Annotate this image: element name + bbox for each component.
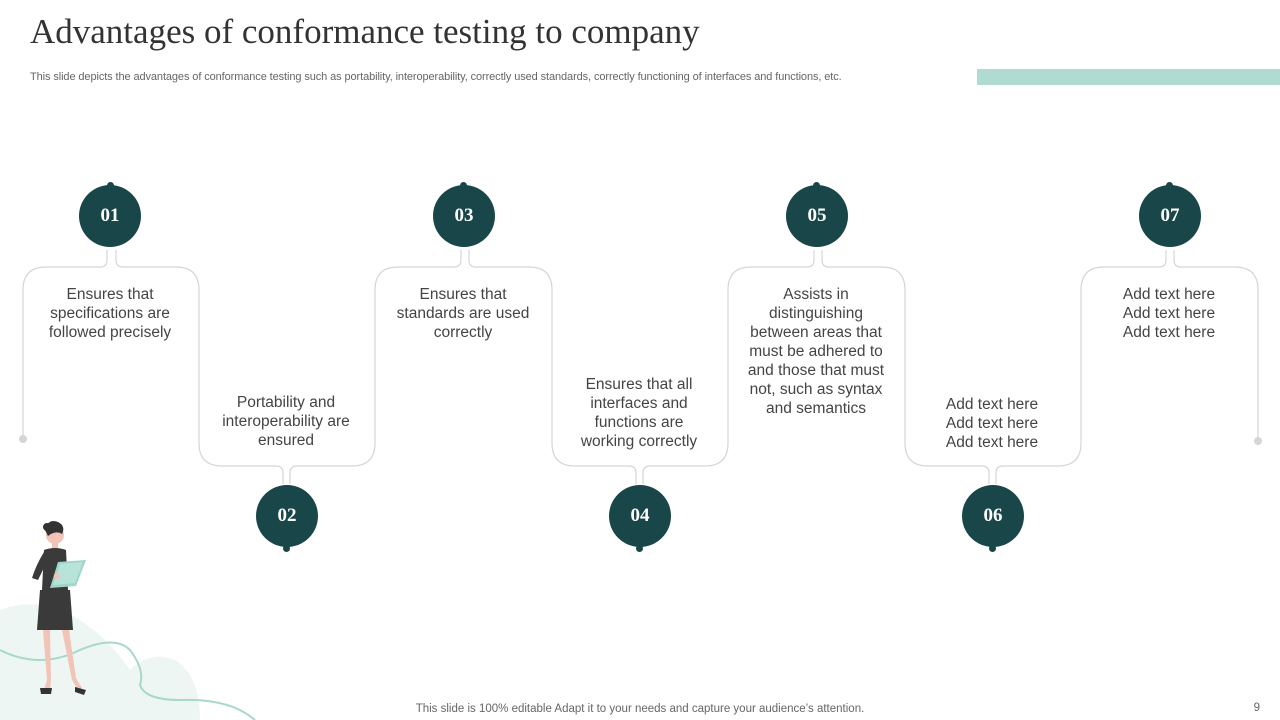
- step-03-number: 03: [454, 205, 474, 226]
- step-01-circle: 01: [79, 185, 141, 247]
- step-07-line: Add text here: [1122, 286, 1216, 303]
- step-03-dot: [460, 182, 467, 189]
- step-03-line: standards are used: [396, 305, 530, 322]
- step-02-circle: 02: [256, 485, 318, 547]
- step-07-circle: 07: [1139, 185, 1201, 247]
- step-06-line: Add text here: [945, 396, 1039, 413]
- step-05-line: Assists in: [783, 286, 849, 303]
- step-03-circle: 03: [433, 185, 495, 247]
- step-07-text: Add text here Add text here Add text her…: [1095, 285, 1243, 342]
- step-04-line: Ensures that all: [585, 376, 693, 393]
- step-06-number: 06: [983, 505, 1003, 526]
- step-01-line: specifications are: [50, 305, 170, 322]
- accent-bar: [977, 69, 1280, 85]
- step-05-line: distinguishing: [769, 305, 863, 322]
- step-01-dot: [107, 182, 114, 189]
- step-05-number: 05: [807, 205, 827, 226]
- step-07-line: Add text here: [1122, 324, 1216, 341]
- step-06-line: Add text here: [945, 415, 1039, 432]
- step-01-text: Ensures that specifications are followed…: [36, 285, 184, 342]
- step-03-line: correctly: [433, 324, 493, 341]
- step-02-dot: [283, 545, 290, 552]
- step-05-line: between areas that: [750, 324, 882, 341]
- step-07-line: Add text here: [1122, 305, 1216, 322]
- page-number: 9: [1253, 702, 1260, 714]
- step-06-circle: 06: [962, 485, 1024, 547]
- step-03-text: Ensures that standards are used correctl…: [389, 285, 537, 342]
- step-05-dot: [813, 182, 820, 189]
- step-05-text: Assists in distinguishing between areas …: [742, 285, 890, 418]
- step-07-dot: [1166, 182, 1173, 189]
- step-02-text: Portability and interoperability are ens…: [212, 393, 360, 450]
- step-02-line: Portability and: [236, 394, 336, 411]
- step-03-line: Ensures that: [419, 286, 507, 303]
- step-04-line: working correctly: [580, 433, 698, 450]
- step-01-line: Ensures that: [66, 286, 154, 303]
- step-05-line: and semantics: [766, 400, 866, 417]
- step-04-line: interfaces and: [590, 395, 688, 412]
- step-05-line: must be adhered to: [749, 343, 883, 360]
- step-06-line: Add text here: [945, 434, 1039, 451]
- step-01-number: 01: [100, 205, 120, 226]
- step-04-dot: [636, 545, 643, 552]
- step-05-line: not, such as syntax: [749, 381, 883, 398]
- slide-subtitle: This slide depicts the advantages of con…: [30, 71, 842, 83]
- woman-with-tablet-illustration: [0, 521, 256, 720]
- step-06-dot: [989, 545, 996, 552]
- step-02-line: ensured: [257, 432, 314, 449]
- step-04-circle: 04: [609, 485, 671, 547]
- step-02-line: interoperability are: [222, 413, 350, 430]
- footer-note: This slide is 100% editable Adapt it to …: [415, 703, 865, 715]
- step-06-text: Add text here Add text here Add text her…: [918, 395, 1066, 452]
- step-07-number: 07: [1160, 205, 1180, 226]
- step-02-number: 02: [277, 505, 297, 526]
- step-01-line: followed precisely: [48, 324, 172, 341]
- step-05-circle: 05: [786, 185, 848, 247]
- step-04-text: Ensures that all interfaces and function…: [565, 375, 713, 451]
- step-05-line: and those that must: [747, 362, 885, 379]
- slide-title: Advantages of conformance testing to com…: [30, 12, 700, 51]
- step-04-line: functions are: [594, 414, 684, 431]
- step-04-number: 04: [630, 505, 650, 526]
